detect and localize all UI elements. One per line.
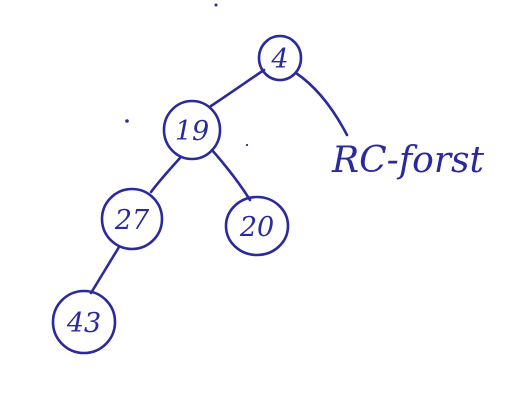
node-label-20: 20 <box>239 212 274 243</box>
ink-speck <box>245 143 249 147</box>
edge-19-27 <box>149 156 182 194</box>
rc-forest-annotation: RC-forst <box>331 140 484 181</box>
edge-4-rc-forest <box>294 71 349 137</box>
tree-node-20: 20 <box>224 195 290 257</box>
tree-node-27: 27 <box>100 187 164 251</box>
node-label-43: 43 <box>66 308 101 339</box>
edge-19-20 <box>210 148 252 202</box>
node-label-19: 19 <box>175 116 209 147</box>
ink-speck <box>125 119 129 123</box>
node-label-27: 27 <box>114 205 150 236</box>
edge-27-43 <box>89 245 121 295</box>
ink-speck <box>214 3 218 7</box>
node-label-4: 4 <box>270 44 288 75</box>
tree-node-19: 19 <box>162 99 222 161</box>
tree-node-43: 43 <box>51 289 117 355</box>
edge-4-19 <box>209 68 266 108</box>
tree-node-4: 4 <box>257 34 303 82</box>
